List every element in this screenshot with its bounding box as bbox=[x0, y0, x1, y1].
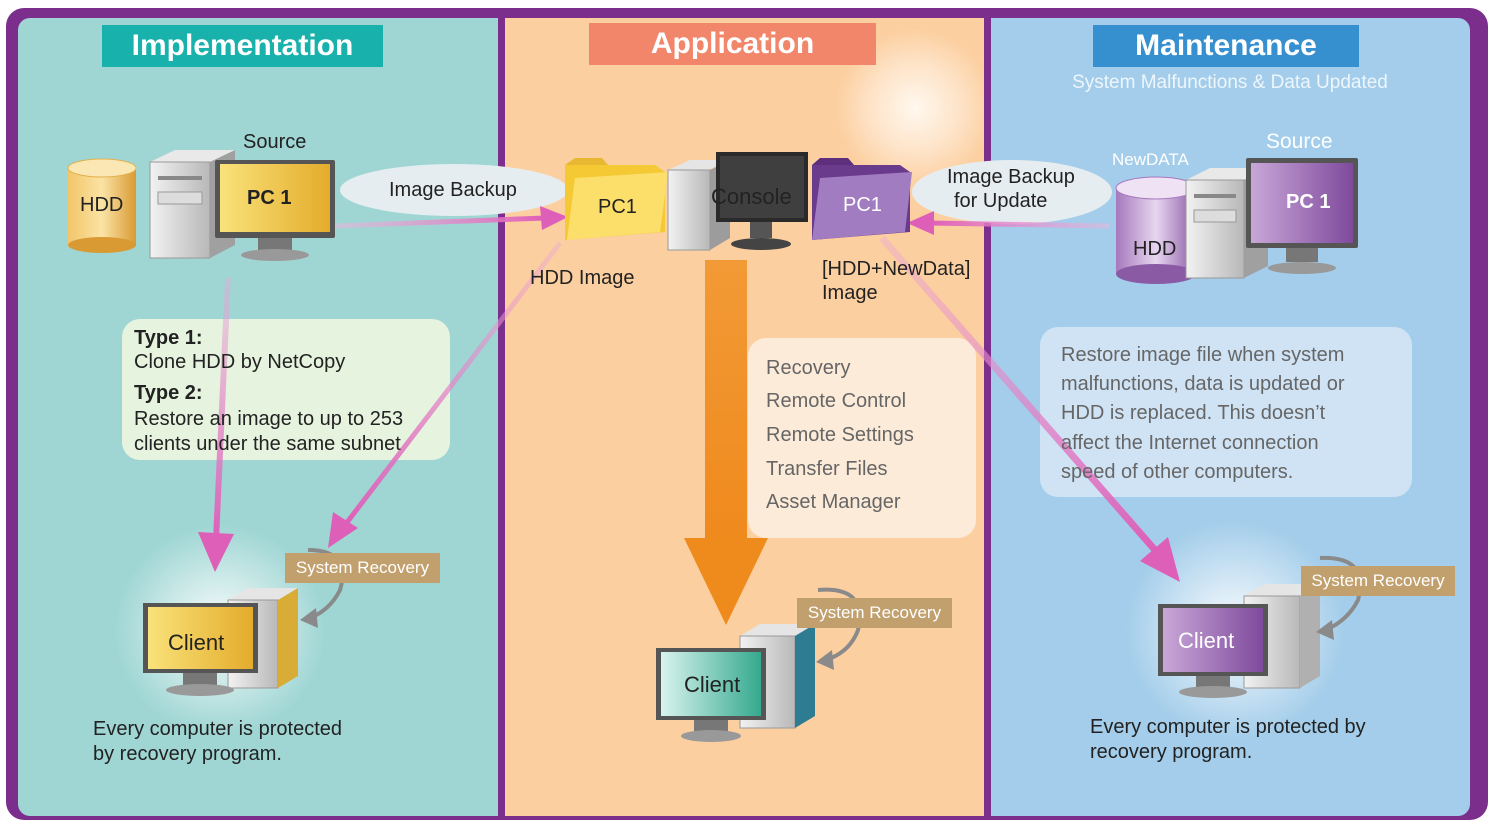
hdd-cylinder-icon bbox=[1115, 176, 1197, 284]
maintenance-restore-arrow bbox=[879, 235, 1180, 582]
down-arrow-icon bbox=[684, 260, 768, 625]
image-backup-oval bbox=[340, 164, 568, 216]
console-icon bbox=[667, 152, 808, 251]
folder-icon bbox=[565, 158, 668, 240]
menu-recovery: Recovery bbox=[766, 357, 851, 379]
type2-line1: Restore an image to up to 253 bbox=[134, 408, 404, 430]
newdata-label-line2: Image bbox=[822, 282, 878, 304]
maintenance-header: Maintenance bbox=[1093, 25, 1359, 67]
type1-title: Type 1: bbox=[134, 327, 203, 349]
system-recovery-tag: System Recovery bbox=[1301, 566, 1455, 596]
restore-arrow bbox=[328, 241, 562, 548]
client-label: Client bbox=[168, 630, 225, 655]
update-backup-line2: for Update bbox=[954, 190, 1048, 212]
menu-transfer-files: Transfer Files bbox=[766, 458, 888, 480]
newdata-label-line1: [HDD+NewData] bbox=[822, 258, 971, 280]
desc-line: HDD is replaced. This doesn’t bbox=[1061, 402, 1326, 424]
hdd-cylinder-icon bbox=[67, 158, 137, 253]
client-computer-icon bbox=[143, 588, 298, 696]
refresh-arrowheads bbox=[300, 608, 1334, 670]
update-backup-arrow bbox=[907, 211, 1111, 235]
implementation-header: Implementation bbox=[102, 25, 383, 67]
implementation-types-box bbox=[122, 319, 450, 460]
pc1-label: PC 1 bbox=[247, 187, 292, 209]
maintenance-subtitle: System Malfunctions & Data Updated bbox=[1072, 72, 1388, 93]
console-features-box bbox=[748, 338, 976, 538]
image-backup-label: Image Backup bbox=[389, 179, 517, 201]
footer-line1: Every computer is protected bbox=[93, 718, 342, 740]
footer-line1: Every computer is protected by bbox=[1090, 716, 1366, 738]
monitor-icon bbox=[1246, 158, 1358, 274]
desc-line: speed of other computers. bbox=[1061, 461, 1294, 483]
type1-text: Clone HDD by NetCopy bbox=[134, 351, 346, 373]
client-computer-icon bbox=[1158, 584, 1320, 698]
system-recovery-tag: System Recovery bbox=[797, 598, 952, 628]
application-header: Application bbox=[589, 23, 876, 65]
desc-line: affect the Internet connection bbox=[1061, 432, 1319, 454]
image-backup-update-oval bbox=[912, 160, 1112, 224]
pc1-label: PC 1 bbox=[1286, 191, 1331, 213]
desc-line: malfunctions, data is updated or bbox=[1061, 373, 1345, 395]
menu-remote-settings: Remote Settings bbox=[766, 424, 914, 446]
monitor-icon bbox=[215, 160, 335, 261]
client-computer-icon bbox=[656, 624, 815, 742]
menu-remote-control: Remote Control bbox=[766, 390, 907, 412]
hdd-image-label: HDD Image bbox=[530, 267, 635, 289]
console-label: Console bbox=[711, 184, 792, 209]
folder-icon bbox=[812, 158, 912, 240]
source-label: Source bbox=[1266, 130, 1333, 153]
clone-arrow bbox=[198, 277, 234, 572]
menu-asset-manager: Asset Manager bbox=[766, 491, 901, 513]
hdd-label: HDD bbox=[1133, 238, 1177, 260]
source-label: Source bbox=[243, 131, 307, 153]
type2-title: Type 2: bbox=[134, 382, 203, 404]
newdata-label: NewDATA bbox=[1112, 150, 1189, 169]
maintenance-description-box bbox=[1040, 327, 1412, 497]
system-recovery-tag: System Recovery bbox=[285, 553, 440, 583]
footer-line2: recovery program. bbox=[1090, 741, 1253, 763]
update-backup-line1: Image Backup bbox=[947, 166, 1075, 188]
desc-line: Restore image file when system bbox=[1061, 344, 1345, 366]
image-backup-arrow bbox=[334, 206, 568, 230]
folder-right-label: PC1 bbox=[843, 194, 882, 216]
folder-left-label: PC1 bbox=[598, 196, 637, 218]
hdd-label: HDD bbox=[80, 194, 124, 216]
client-label: Client bbox=[684, 672, 741, 697]
footer-line2: by recovery program. bbox=[93, 743, 282, 765]
client-label: Client bbox=[1178, 628, 1235, 653]
type2-line2: clients under the same subnet bbox=[134, 433, 401, 455]
